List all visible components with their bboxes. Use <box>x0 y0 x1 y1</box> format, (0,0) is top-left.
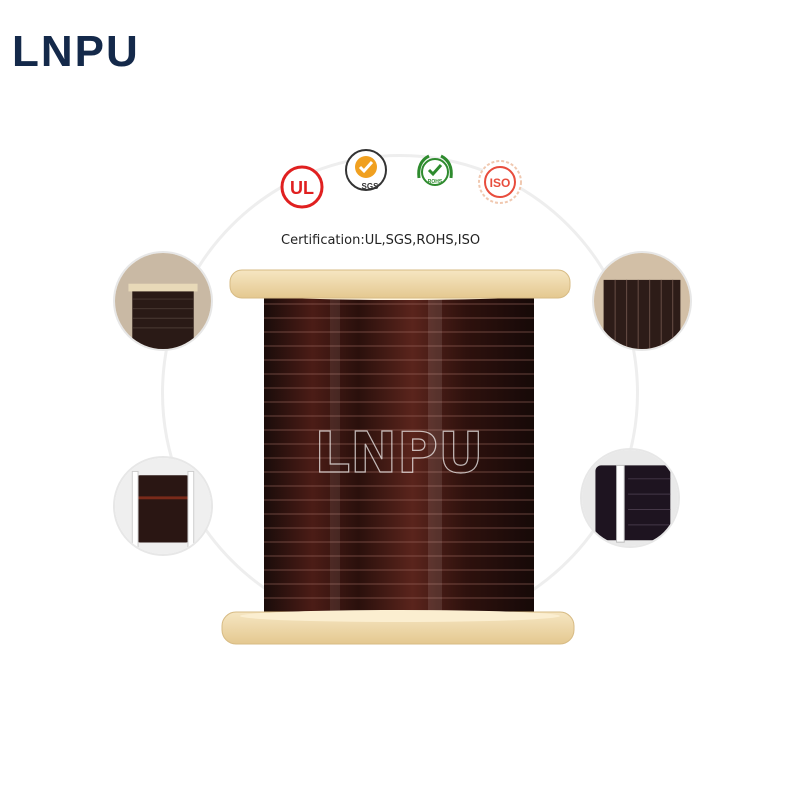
spool-closeup-photo <box>115 253 211 349</box>
thumbnail-top-right <box>592 251 692 351</box>
ul-label: UL <box>290 178 314 198</box>
sgs-label: SGS <box>362 182 380 191</box>
thumbnail-top-left <box>113 251 213 351</box>
thumbnail-bottom-left <box>113 456 213 556</box>
brand-logo-text: LNPU <box>12 27 140 76</box>
rohs-icon: ROHS <box>417 154 453 186</box>
certification-caption: Certification:UL,SGS,ROHS,ISO <box>281 233 481 248</box>
enamelled-wire-spool: LNPU <box>221 269 575 645</box>
thumbnail-bottom-right <box>580 448 680 548</box>
rohs-label: ROHS <box>428 179 443 185</box>
sgs-icon: SGS <box>345 149 387 191</box>
brand-logo: LNPU <box>12 27 140 76</box>
spool-angle-photo <box>582 450 678 546</box>
logo-watermark: LNPU <box>314 421 483 486</box>
wire-closeup-photo <box>594 253 690 349</box>
spool-side-photo <box>115 458 211 554</box>
ul-icon: UL <box>280 165 324 209</box>
iso-label: ISO <box>490 176 511 190</box>
iso-icon: ISO <box>478 160 522 204</box>
